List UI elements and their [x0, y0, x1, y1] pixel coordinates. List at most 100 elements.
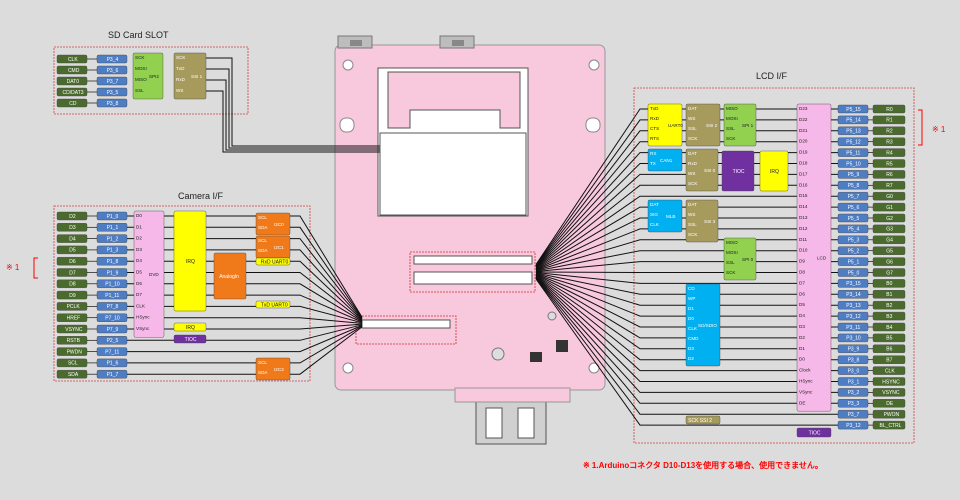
wire — [535, 276, 838, 382]
camera-irq2-label: IRQ — [186, 325, 195, 331]
lcd-data-block-item: D1 — [799, 346, 805, 351]
lcd-spi0-block-item: MOSI — [726, 250, 738, 255]
lcd-pin-chip-label: P5_11 — [846, 150, 860, 156]
wire — [535, 274, 838, 339]
lcd-signal-chip-label: R2 — [886, 129, 893, 135]
camera-pin-chip-label: P7_8 — [107, 304, 119, 310]
lcd-pin-chip-label: P5_1 — [848, 259, 860, 265]
camera-dvd-block-item: D3 — [136, 247, 142, 252]
camera-dvd-block-title: DVD — [149, 272, 159, 277]
sd-pin-chip-label: P3_7 — [107, 79, 119, 85]
camera-dvd-block-item: D6 — [136, 281, 142, 286]
lcd-ssi3-block — [685, 199, 719, 243]
wire — [535, 250, 838, 272]
camera-i2c0-block — [255, 212, 291, 236]
lcd-sd-block — [685, 283, 721, 367]
camera-signal-chip-label: D7 — [69, 270, 76, 276]
lcd-pin-chip-label: P5_14 — [846, 118, 861, 124]
sd-ssi-block-title: SSI 1 — [191, 74, 203, 79]
camera-i2c0-block-item: SDA — [258, 225, 268, 230]
lcd-pin-chip-label: P5_10 — [846, 161, 861, 167]
lcd-pin-chip-label: P3_12 — [846, 423, 861, 429]
lcd-tioc2-label: TIOC — [809, 430, 821, 436]
lcd-pin-chip-label: P3_11 — [846, 325, 860, 331]
wire — [535, 275, 838, 361]
lcd-ssi2-block-item: SSL — [688, 126, 697, 131]
lcd-pin-chip-label: P3_1 — [848, 379, 860, 385]
lcd-spi0-block-title: SPI 0 — [742, 257, 754, 262]
wire — [535, 277, 838, 393]
camera-irq2 — [173, 322, 207, 332]
lcd-data-block-item: D2 — [799, 335, 805, 340]
lcd-sd-block-item: D0 — [688, 316, 694, 321]
wire — [535, 217, 838, 270]
lcd-ssi2-block-item: SCK — [688, 136, 698, 141]
lcd-sd-block-item: D3 — [688, 346, 694, 351]
wire — [206, 68, 380, 149]
lcd-uart-block-item: RxD — [650, 116, 660, 121]
lcd-ssi0-block-item: RxD — [688, 161, 698, 166]
lcd-ssi2-block-title: SSI 2 — [706, 123, 718, 128]
lcd-data-block-item: D19 — [799, 150, 808, 155]
lcd-signal-chip-label: G4 — [886, 238, 893, 244]
lcd-sd-block-item: WP — [688, 296, 695, 301]
lcd-ssi3-block-item: SSL — [688, 222, 697, 227]
lcd-mlb-block-item: DAT — [650, 202, 659, 207]
camera-signal-chip-label: RSTB — [67, 338, 81, 344]
lcd-signal-chip-label: G2 — [886, 216, 893, 222]
lcd-uart-block — [647, 103, 683, 147]
lcd-data-block-item: D13 — [799, 215, 808, 220]
lcd-pin-chip-label: P5_12 — [846, 140, 861, 146]
sd-spi-block-title: SPI2 — [149, 74, 159, 79]
lcd-signal-chip-label: B6 — [886, 347, 892, 353]
lcd-pin-chip-label: P5_0 — [848, 270, 860, 276]
lcd-sd-block-item: CMD — [688, 336, 699, 341]
lcd-data-block-item: D20 — [799, 139, 808, 144]
camera-rxd-uart-label: RxD UART0 — [261, 259, 289, 265]
camera-group-box — [53, 205, 311, 382]
wire — [535, 275, 838, 350]
lcd-data-block-item: VSync — [799, 389, 813, 394]
sd-signal-chip-label: CD — [69, 101, 77, 107]
lcd-pin-chip-label: P3_9 — [848, 347, 860, 353]
camera-pin-chip-label: P1_11 — [105, 293, 119, 299]
lcd-data-block-item: D5 — [799, 302, 805, 307]
lcd-note-mark: ※ 1 — [932, 125, 946, 134]
lcd-signal-chip-label: G0 — [886, 194, 893, 200]
camera-signal-chip-label: SDA — [68, 372, 79, 378]
lcd-sd-block-item: CD — [688, 286, 695, 291]
lcd-ssi3-block-item: WS — [688, 212, 695, 217]
camera-pin-chip-label: P1_3 — [107, 248, 119, 254]
lcd-ssi0-block-title: SSI 0 — [704, 168, 716, 173]
lcd-signal-chip-label: B0 — [886, 281, 892, 287]
lcd-spi1-block-title: SPI 1 — [742, 123, 754, 128]
lcd-mlb-block-item: CLK — [650, 222, 660, 227]
camera-signal-chip-label: SCL — [68, 361, 78, 367]
sd-signal-chip-label: CD/DAT3 — [63, 90, 84, 96]
lcd-pin-chip-label: P3_8 — [848, 358, 860, 364]
camera-i2c0-block-title: I2C0 — [274, 222, 284, 227]
camera-dvd-block-item: D4 — [136, 258, 142, 263]
lcd-pin-chip-label: P5_15 — [846, 107, 861, 113]
camera-signal-chip-label: VSYNC — [65, 327, 83, 333]
lcd-data-block — [796, 103, 832, 412]
wire — [535, 141, 838, 267]
camera-pin-chip-label: P1_8 — [107, 259, 119, 265]
camera-dvd-block-item: VSync — [136, 326, 150, 331]
lcd-data-block-item: D3 — [799, 324, 805, 329]
wire — [535, 239, 838, 271]
lcd-can-block-item: TX — [650, 161, 656, 166]
lcd-ssi0-block-item: SCK — [688, 181, 698, 186]
camera-analogin-block — [213, 252, 247, 300]
lcd-uart-block-item: TxD — [650, 106, 659, 111]
lcd-pin-chip-label: P5_6 — [848, 205, 860, 211]
wire — [535, 274, 838, 328]
lcd-pin-chip-label: P3_2 — [848, 390, 860, 396]
wire — [535, 130, 838, 266]
lcd-signal-chip-label: R1 — [886, 118, 893, 124]
camera-signal-chip-label: D9 — [69, 293, 76, 299]
lcd-data-block-item: D21 — [799, 128, 808, 133]
lcd-pin-chip-label: P3_0 — [848, 368, 860, 374]
camera-pin-chip-label: P7_11 — [105, 349, 119, 355]
camera-signal-chip-label: D2 — [69, 214, 76, 220]
